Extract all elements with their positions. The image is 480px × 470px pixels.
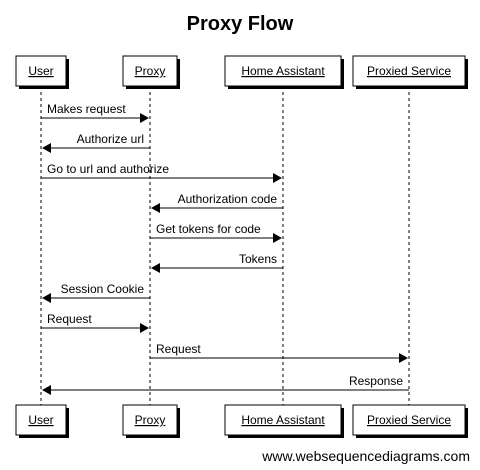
box-frame — [224, 404, 342, 436]
message-label: Get tokens for code — [156, 222, 261, 236]
message-label: Request — [156, 342, 201, 356]
lifelines — [40, 86, 410, 405]
box-frame — [352, 55, 466, 87]
participant-label-proxied-service: Proxied Service — [367, 64, 451, 78]
message-10: Response — [42, 374, 409, 395]
participant-box-home-assistant-top: Home Assistant — [224, 55, 344, 89]
message-arrowhead — [399, 353, 408, 363]
message-6: Tokens — [151, 252, 283, 273]
message-label: Go to url and authorize — [47, 162, 169, 176]
participant-label-user: User — [28, 413, 53, 427]
diagram-title: Proxy Flow — [187, 13, 294, 35]
box-frame — [15, 404, 67, 436]
message-arrowhead — [151, 203, 160, 213]
participant-label-proxied-service: Proxied Service — [367, 413, 451, 427]
message-arrowhead — [42, 385, 51, 395]
box-frame — [122, 55, 178, 87]
message-arrowhead — [42, 143, 51, 153]
message-8: Request — [41, 312, 149, 333]
message-5: Get tokens for code — [150, 222, 282, 243]
box-frame — [15, 55, 67, 87]
participant-box-proxied-service-bottom: Proxied Service — [352, 404, 468, 438]
message-label: Tokens — [239, 252, 277, 266]
participant-label-home-assistant: Home Assistant — [241, 64, 325, 78]
box-frame — [224, 55, 342, 87]
footer-credit: www.websequencediagrams.com — [261, 448, 470, 464]
participant-label-home-assistant: Home Assistant — [241, 413, 325, 427]
participant-label-proxy: Proxy — [135, 64, 166, 78]
message-arrowhead — [273, 233, 282, 243]
box-frame — [122, 404, 178, 436]
message-7: Session Cookie — [42, 282, 150, 303]
message-3: Go to url and authorize — [41, 162, 282, 183]
participant-box-proxied-service-top: Proxied Service — [352, 55, 468, 89]
message-label: Session Cookie — [61, 282, 145, 296]
message-arrowhead — [140, 323, 149, 333]
message-label: Authorize url — [77, 132, 144, 146]
participant-box-home-assistant-bottom: Home Assistant — [224, 404, 344, 438]
participant-label-user: User — [28, 64, 53, 78]
message-label: Makes request — [47, 102, 126, 116]
message-9: Request — [150, 342, 408, 363]
box-frame — [352, 404, 466, 436]
message-arrowhead — [42, 293, 51, 303]
participant-box-user-bottom: User — [15, 404, 69, 438]
participant-box-proxy-bottom: Proxy — [122, 404, 180, 438]
message-label: Response — [349, 374, 403, 388]
message-1: Makes request — [41, 102, 149, 123]
message-2: Authorize url — [42, 132, 150, 153]
message-4: Authorization code — [151, 192, 283, 213]
participant-box-proxy-top: Proxy — [122, 55, 180, 89]
message-label: Authorization code — [178, 192, 278, 206]
message-arrowhead — [273, 173, 282, 183]
participant-label-proxy: Proxy — [135, 413, 166, 427]
message-arrowhead — [151, 263, 160, 273]
message-arrowhead — [140, 113, 149, 123]
participant-box-user-top: User — [15, 55, 69, 89]
message-label: Request — [47, 312, 92, 326]
